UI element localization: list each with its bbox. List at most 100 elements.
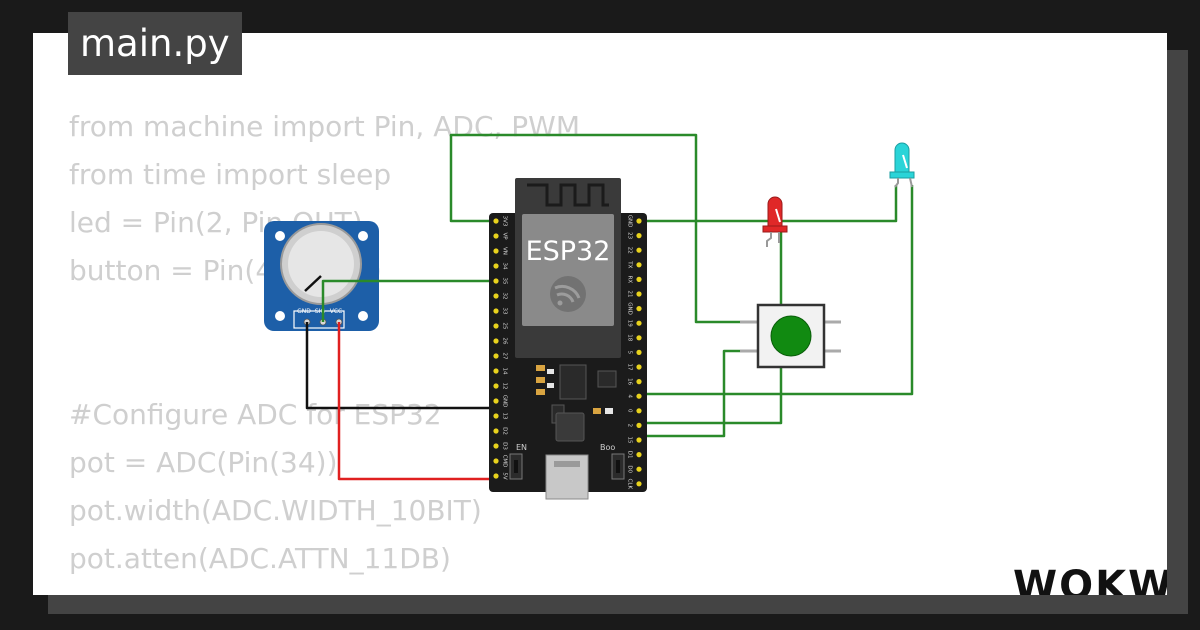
antenna-trace (527, 183, 609, 207)
left-pin-35[interactable] (493, 278, 499, 284)
right-pin-label: D0 (627, 465, 633, 473)
right-pin-label: GND (627, 215, 633, 228)
right-pin-label: 21 (627, 291, 633, 298)
wire-gnd[interactable] (305, 322, 496, 410)
esp32-board[interactable]: ESP32 EN Boo (489, 178, 647, 500)
code-preview: from machine import Pin, ADC, PWM from t… (69, 103, 580, 583)
left-pin-33[interactable] (493, 308, 499, 314)
left-pin-26[interactable] (493, 338, 499, 344)
right-pin-tx[interactable] (636, 262, 642, 268)
micro-usb-port[interactable] (545, 454, 589, 500)
cyan-led-highlight (902, 154, 908, 169)
wire-vcc[interactable] (337, 322, 496, 481)
right-pin-label: 18 (627, 334, 633, 341)
file-tab[interactable]: main.py (68, 12, 242, 75)
smd-capacitor (593, 408, 601, 414)
left-pin-d2[interactable] (493, 428, 499, 434)
espressif-logo (550, 276, 586, 312)
smd-resistor (605, 408, 613, 414)
wire-pin4-cyan-led[interactable] (639, 185, 914, 396)
right-pin-d0[interactable] (636, 466, 642, 472)
component (597, 370, 617, 388)
left-pin-13[interactable] (493, 413, 499, 419)
smd-resistor (547, 383, 554, 388)
left-pin-label: CMD (502, 455, 508, 468)
mount-hole (358, 311, 368, 321)
wire-pin2-red-led[interactable] (639, 232, 783, 425)
pot-pin-label-sig: SIG (315, 308, 326, 315)
right-pin-gnd[interactable] (636, 306, 642, 312)
smd-capacitor (536, 389, 545, 395)
circuit-diagram[interactable]: GND SIG VCC ESP32 (33, 33, 1167, 595)
left-pin-32[interactable] (493, 293, 499, 299)
left-pin-14[interactable] (493, 368, 499, 374)
usb-opening (554, 461, 580, 467)
right-pin-label: 2 (627, 424, 633, 428)
pushbutton[interactable] (740, 303, 841, 369)
regulator-chip (559, 364, 587, 400)
red-led-rim (762, 225, 788, 233)
right-pin-rx[interactable] (636, 276, 642, 282)
left-pin-label: 34 (502, 263, 508, 270)
right-pin-label: GND (627, 302, 633, 315)
preview-card: from machine import Pin, ADC, PWM from t… (33, 33, 1167, 595)
right-pin-16[interactable] (636, 379, 642, 385)
cyan-led[interactable] (889, 142, 915, 188)
right-pin-15[interactable] (636, 437, 642, 443)
left-pin-3v3[interactable] (493, 218, 499, 224)
mount-hole (275, 311, 285, 321)
smd-resistor (547, 369, 554, 374)
wire-gnd-cyan-led[interactable] (639, 185, 898, 223)
right-pin-label: 15 (627, 437, 633, 444)
right-pin-d1[interactable] (636, 452, 642, 458)
code-line: pot.width(ADC.WIDTH_10BIT) (69, 494, 482, 527)
right-pin-19[interactable] (636, 320, 642, 326)
wire-signal[interactable] (321, 279, 496, 322)
right-pin-label: CLK (627, 479, 633, 490)
left-pin-27[interactable] (493, 353, 499, 359)
left-pin-d3[interactable] (493, 443, 499, 449)
left-pin-cmd[interactable] (493, 458, 499, 464)
right-pin-2[interactable] (636, 422, 642, 428)
right-pin-21[interactable] (636, 291, 642, 297)
right-pin-0[interactable] (636, 408, 642, 414)
button-cap[interactable] (770, 315, 812, 357)
left-pin-5v[interactable] (493, 473, 499, 479)
right-pin-label: 0 (627, 409, 633, 413)
red-led-body (767, 196, 783, 232)
left-pin-25[interactable] (493, 323, 499, 329)
right-pin-gnd[interactable] (636, 218, 642, 224)
wire-3v3-button[interactable] (449, 133, 756, 324)
potentiometer[interactable]: GND SIG VCC (264, 221, 379, 331)
right-pin-clk[interactable] (636, 481, 642, 487)
left-pin-vn[interactable] (493, 248, 499, 254)
left-pin-12[interactable] (493, 383, 499, 389)
module-shield (522, 214, 614, 326)
right-pin-17[interactable] (636, 364, 642, 370)
mount-hole (358, 231, 368, 241)
right-pin-4[interactable] (636, 393, 642, 399)
left-pin-vp[interactable] (493, 233, 499, 239)
boot-button-cap (616, 460, 620, 473)
right-pin-5[interactable] (636, 349, 642, 355)
right-pin-label: 19 (627, 320, 633, 327)
right-pin-22[interactable] (636, 247, 642, 253)
left-pin-gnd[interactable] (493, 398, 499, 404)
smd-capacitor (536, 377, 545, 383)
code-line: pot = ADC(Pin(34)) (69, 446, 338, 479)
left-pin-label: 32 (502, 293, 508, 300)
left-pin-34[interactable] (493, 263, 499, 269)
wires (305, 133, 914, 481)
left-pin-label: 5V (502, 472, 508, 479)
right-pin-18[interactable] (636, 335, 642, 341)
right-pin-label: 17 (627, 364, 633, 371)
right-pin-23[interactable] (636, 233, 642, 239)
left-pin-label: 13 (502, 413, 508, 420)
red-led[interactable] (762, 196, 788, 247)
pin-header-outline (293, 310, 345, 329)
usb-uart-chip (555, 412, 585, 442)
smd-capacitor (536, 365, 545, 371)
knob-indicator (304, 275, 322, 292)
